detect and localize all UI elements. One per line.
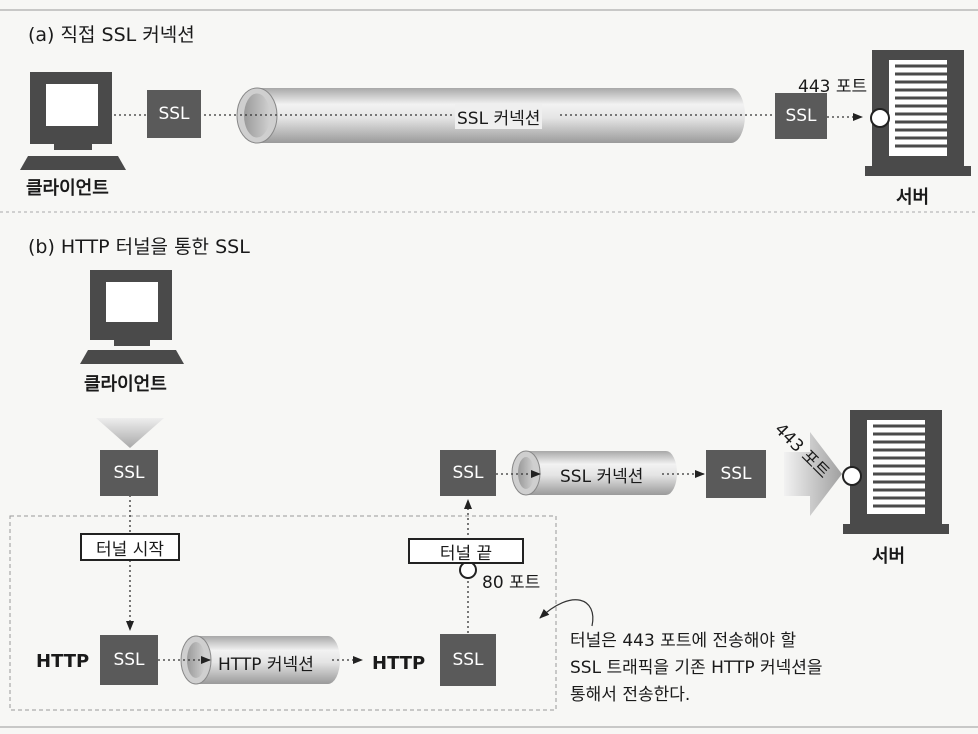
client-label: 클라이언트: [26, 178, 109, 199]
server-icon: [843, 410, 949, 534]
server-label: 서버: [872, 546, 906, 567]
port-80-label: 80 포트: [482, 573, 541, 593]
caption-direct-ssl: (a) 직접 SSL 커넥션: [28, 24, 195, 46]
http-label: HTTP: [372, 653, 426, 674]
http-label: HTTP: [36, 651, 90, 672]
client-computer-icon: [80, 270, 184, 364]
note-line: 터널은 443 포트에 전송해야 할: [570, 631, 797, 651]
client-computer-icon: [20, 72, 126, 170]
tunnel-start-box: 터널 시작: [80, 533, 180, 561]
server-icon: [865, 50, 971, 176]
http-connection-pipe: [180, 635, 340, 685]
note-line: SSL 트래픽을 기존 HTTP 커넥션을: [570, 658, 823, 678]
ssl-box: SSL: [100, 635, 158, 685]
right-arrow-shape: [784, 432, 842, 516]
note-text: 터널은 443 포트에 전송해야 할 SSL 트래픽을 기존 HTTP 커넥션을…: [570, 628, 823, 709]
tunnel-region: [9, 515, 557, 711]
ssl-box: SSL: [100, 450, 158, 496]
port-443-label: 443 포트: [798, 77, 868, 97]
caption-http-tunnel: (b) HTTP 터널을 통한 SSL: [28, 236, 250, 258]
ssl-connection-pipe: [511, 450, 677, 496]
tunnel-end-box: 터널 끝: [408, 538, 524, 564]
port-circle: [870, 108, 890, 128]
note-line: 통해서 전송한다.: [570, 685, 691, 705]
server-label: 서버: [896, 187, 930, 208]
client-label: 클라이언트: [84, 374, 167, 395]
ssl-box: SSL: [147, 90, 201, 138]
port-circle: [842, 466, 862, 486]
ssl-connection-label: SSL 커넥션: [560, 467, 644, 487]
ssl-box: SSL: [706, 450, 766, 498]
ssl-connection-label: SSL 커넥션: [455, 104, 543, 129]
http-connection-label: HTTP 커넥션: [218, 655, 314, 675]
ssl-box: SSL: [775, 93, 827, 139]
down-arrow-shape: [96, 418, 164, 448]
ssl-box: SSL: [440, 634, 496, 686]
note-arrow: [539, 599, 594, 627]
ssl-box: SSL: [440, 450, 496, 496]
port-circle: [459, 561, 477, 579]
